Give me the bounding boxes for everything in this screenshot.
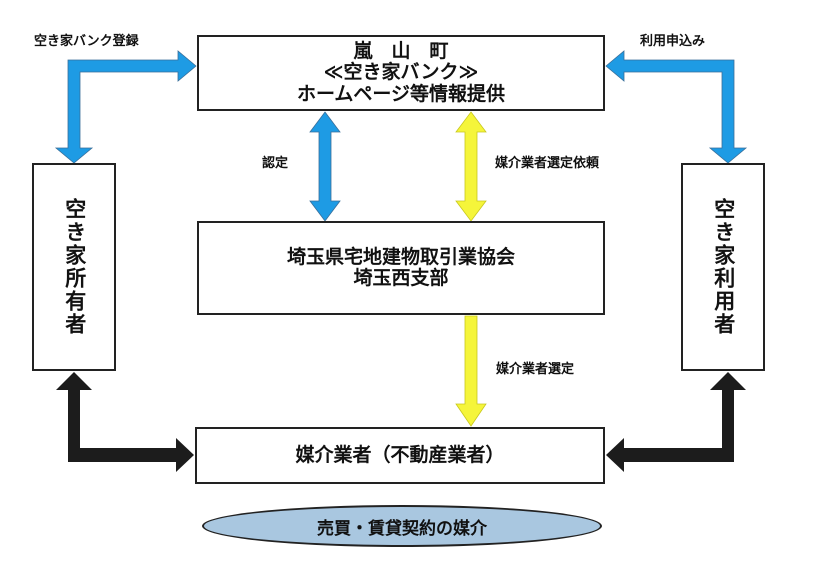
arrow-user-town	[605, 50, 748, 164]
owner-label: 空き家所有者	[62, 198, 87, 336]
contract-mediation-ellipse: 売買・賃貸契約の媒介	[202, 505, 602, 547]
akiya-bank-title: ≪空き家バンク≫	[323, 61, 479, 84]
label-selection: 媒介業者選定	[496, 362, 575, 377]
broker-box: 媒介業者（不動産業者）	[195, 427, 605, 484]
arrow-user-broker	[606, 372, 746, 472]
owner-box: 空き家所有者	[32, 163, 116, 371]
arrow-selection-request	[455, 111, 487, 222]
broker-label: 媒介業者（不動産業者）	[295, 443, 505, 466]
arrow-owner-broker	[56, 372, 194, 472]
town-box: 嵐 山 町 ≪空き家バンク≫ ホームページ等情報提供	[197, 35, 605, 111]
arrow-owner-town	[54, 50, 197, 164]
label-owner-register: 空き家バンク登録	[34, 34, 139, 49]
arrow-town-association	[309, 111, 341, 222]
label-selection-request: 媒介業者選定依頼	[495, 156, 600, 171]
label-certification: 認定	[262, 156, 289, 171]
contract-mediation-label: 売買・賃貸契約の媒介	[317, 518, 487, 539]
town-name: 嵐 山 町	[353, 40, 449, 63]
homepage-info: ホームページ等情報提供	[296, 82, 506, 105]
arrow-selection	[455, 315, 487, 427]
association-box: 埼玉県宅地建物取引業協会 埼玉西支部	[197, 221, 605, 315]
association-branch: 埼玉西支部	[353, 267, 449, 289]
association-name: 埼玉県宅地建物取引業協会	[286, 245, 515, 268]
user-label: 空き家利用者	[711, 198, 736, 336]
user-box: 空き家利用者	[681, 163, 765, 371]
label-user-apply: 利用申込み	[640, 34, 706, 49]
